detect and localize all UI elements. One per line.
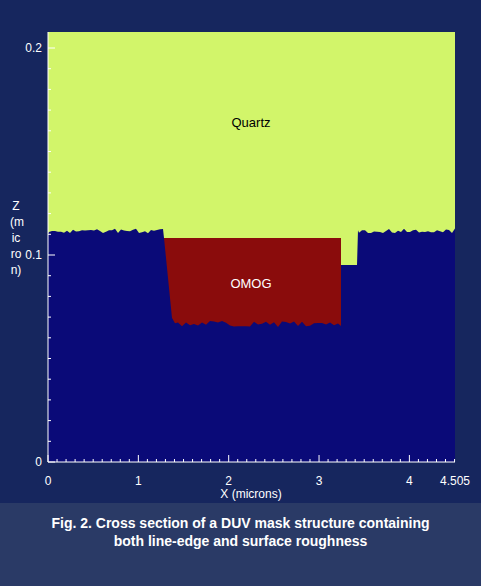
- tick-label: 0: [45, 474, 52, 488]
- region-name: Quartz: [231, 115, 270, 130]
- axes: [48, 32, 455, 462]
- tick-label: 0: [35, 455, 42, 469]
- tick-label: 3: [316, 474, 323, 488]
- tick-label: 0.2: [25, 41, 42, 55]
- quartz-region: [48, 32, 455, 265]
- tick-label: 2: [225, 474, 232, 488]
- tick-label: 4: [406, 474, 413, 488]
- region-label: OMOG: [226, 274, 275, 293]
- x-axis-title: X (microns): [220, 487, 281, 501]
- region-name: OMOG: [230, 276, 271, 291]
- figure-caption: Fig. 2. Cross section of a DUV mask stru…: [40, 514, 441, 550]
- plot-background: [48, 32, 455, 462]
- tick-label: 1: [135, 474, 142, 488]
- tick-label: 4.505: [440, 474, 470, 488]
- region-label: Quartz: [227, 113, 274, 132]
- omog-region: [164, 238, 341, 327]
- y-axis-title: Z (micron): [10, 198, 22, 278]
- tick-label: 0.1: [25, 248, 42, 262]
